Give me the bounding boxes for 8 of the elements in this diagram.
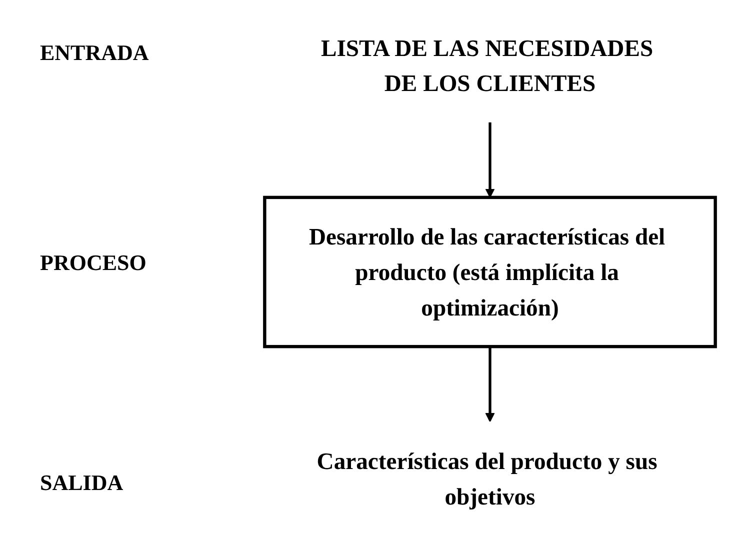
arrow: [485, 122, 495, 198]
stage-label: SALIDA: [40, 470, 124, 496]
node-text: Características del producto y sus objetivos: [316, 447, 658, 510]
node-box: Desarrollo de las características del producto (está implícita la optimización): [263, 196, 717, 348]
node-text: LISTA DE LAS NECESIDADES DE LOS CLIENTES: [320, 34, 654, 97]
stage-label: PROCESO: [40, 250, 146, 276]
arrow: [485, 346, 495, 422]
stage-label: ENTRADA: [40, 40, 149, 66]
